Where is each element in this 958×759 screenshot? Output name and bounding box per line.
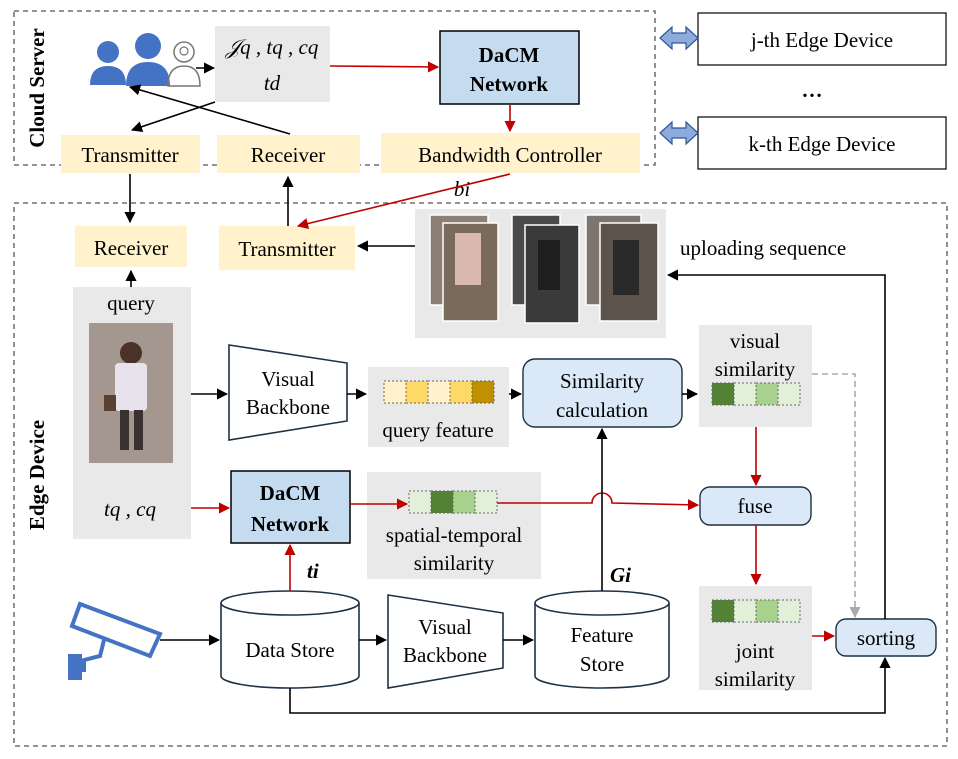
cloud-dacm-box <box>439 30 580 105</box>
data-store: Data Store <box>245 638 334 662</box>
st-sim-line1: spatial-temporal <box>386 523 523 547</box>
person-image <box>89 323 173 463</box>
uploading-sequence: uploading sequence <box>680 236 846 260</box>
cloud-transmitter-box <box>61 135 200 173</box>
feature-store-line2: Store <box>580 652 624 676</box>
cloud-td: td <box>264 71 281 95</box>
sim-calc-line2: calculation <box>556 398 649 422</box>
cloud-transmitter: Transmitter <box>81 143 178 167</box>
edge-dacm-box <box>230 470 351 544</box>
flow-arrows <box>124 173 891 714</box>
edge-receiver-box <box>75 226 187 267</box>
uploaded-frames <box>429 214 659 324</box>
double-arrow-icon <box>659 25 699 146</box>
visual-similarity-panel <box>699 325 812 427</box>
feature-store-line1: Feature <box>571 623 634 647</box>
joint-similarity-vector <box>711 599 801 623</box>
query-vars-panel <box>215 26 330 102</box>
camera-icon <box>68 601 163 680</box>
visual-similarity-vector <box>711 382 801 406</box>
st-sim-line2: similarity <box>414 551 495 575</box>
bandwidth-controller-box <box>381 133 640 173</box>
g-i: Gi <box>610 563 631 587</box>
sim-calc-line1: Similarity <box>560 369 645 393</box>
cloud-receiver: Receiver <box>251 143 326 167</box>
cloud-dacm-line1: DaCM <box>479 43 540 67</box>
st-similarity-panel <box>367 472 541 579</box>
edge-device-label: Edge Device <box>25 420 49 530</box>
query-feature: query feature <box>382 418 493 442</box>
query-label: query <box>107 291 155 315</box>
query-vars: tq , cq <box>104 497 156 521</box>
t-i: ti <box>307 559 319 583</box>
j-device: j-th Edge Device <box>750 28 893 52</box>
peers-ellipsis: … <box>802 78 823 102</box>
feature-store-cylinder <box>534 590 670 689</box>
visual-sim-line1: visual <box>730 329 780 353</box>
cloud-server-region <box>13 10 656 166</box>
j-device-box <box>697 12 947 66</box>
cloud-dacm-line2: Network <box>470 72 548 96</box>
query-feature-vector <box>383 380 495 404</box>
ghost-user-icon <box>167 41 201 87</box>
similarity-calc-box <box>522 358 683 428</box>
st-similarity-vector <box>408 490 498 514</box>
edge-dacm-line2: Network <box>251 512 329 536</box>
bandwidth-symbol: bi <box>454 177 471 201</box>
cloud-arrows <box>128 61 516 135</box>
cloud-receiver-box <box>217 135 360 173</box>
visual-backbone-bottom <box>387 594 504 689</box>
vb-top-line2: Backbone <box>246 395 330 419</box>
sorting-box <box>835 618 937 657</box>
joint-sim-line1: joint <box>735 639 775 663</box>
data-store-cylinder <box>220 590 360 689</box>
cloud-query-vars: 𝒥q , tq , cq <box>225 35 319 59</box>
query-feature-panel <box>368 367 509 447</box>
edge-transmitter-box <box>219 226 355 270</box>
users-icon <box>90 33 170 86</box>
joint-sim-line2: similarity <box>715 667 796 691</box>
vb-bottom-line1: Visual <box>418 615 472 639</box>
k-device: k-th Edge Device <box>749 132 896 156</box>
sorting: sorting <box>857 626 916 650</box>
vb-bottom-line2: Backbone <box>403 643 487 667</box>
bandwidth-controller: Bandwidth Controller <box>418 143 602 167</box>
cloud-server-label: Cloud Server <box>25 28 49 148</box>
visual-sim-line2: similarity <box>715 357 796 381</box>
k-device-box <box>697 116 947 170</box>
fuse: fuse <box>738 494 773 518</box>
visual-backbone-top <box>228 344 348 441</box>
edge-dacm-line1: DaCM <box>260 481 321 505</box>
vb-top-line1: Visual <box>261 367 315 391</box>
edge-receiver: Receiver <box>94 236 169 260</box>
edge-transmitter: Transmitter <box>238 237 335 261</box>
